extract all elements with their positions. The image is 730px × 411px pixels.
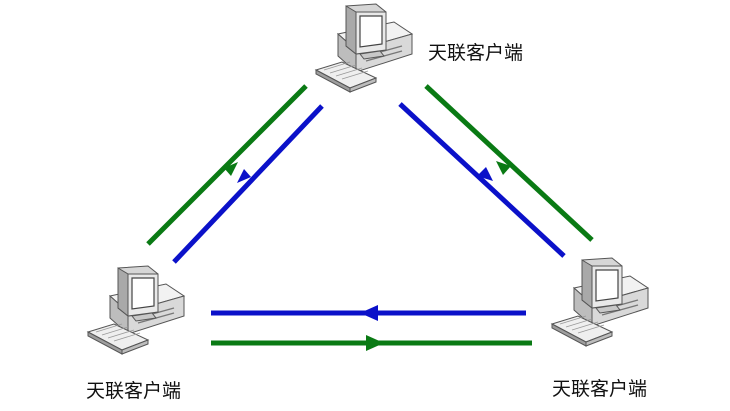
arrow-top-to-right [496, 161, 511, 175]
link-top-to-left [146, 84, 308, 246]
node-label-left: 天联客户端 [86, 380, 182, 402]
arrow-right-to-top [477, 167, 493, 181]
link-right-to-top [398, 102, 566, 258]
arrow-right-to-left [360, 305, 378, 321]
link-top-to-right [424, 84, 594, 242]
desktop-computer-icon [87, 265, 185, 355]
arrow-left-to-right [366, 335, 384, 351]
arrow-left-to-top [237, 169, 251, 183]
link-left-to-top [172, 104, 324, 264]
node-label-right: 天联客户端 [552, 378, 648, 400]
desktop-computer-icon [551, 257, 649, 347]
desktop-computer-icon [315, 3, 413, 93]
arrow-top-to-left [224, 162, 238, 176]
node-label-top: 天联客户端 [428, 42, 524, 64]
